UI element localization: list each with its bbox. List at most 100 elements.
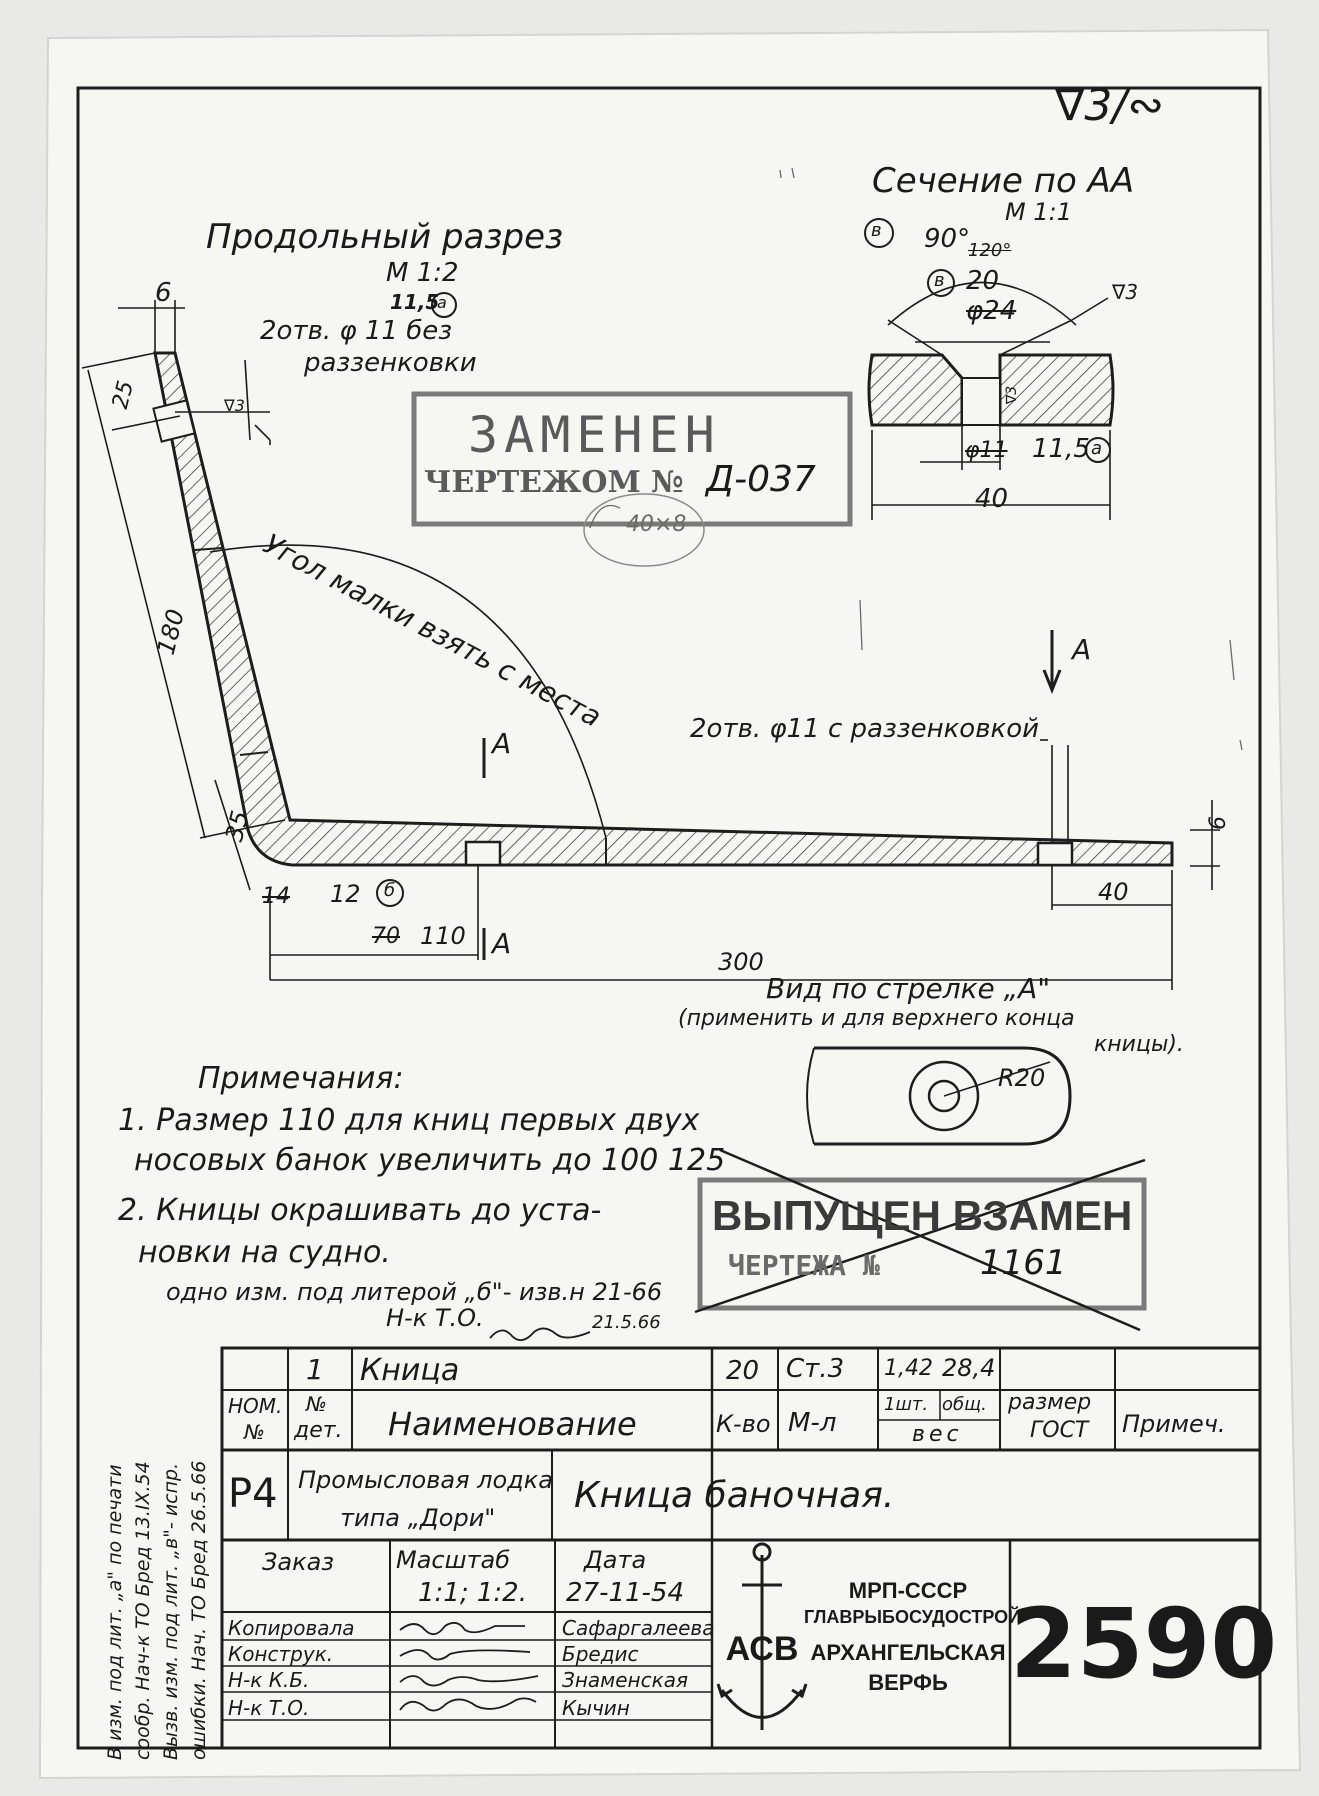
section-scale: M 1:1	[1005, 198, 1072, 226]
logo-anchor	[716, 1542, 808, 1730]
date-label: Дата	[584, 1546, 647, 1574]
side-note-line-4: ошибки. Нач. ТО Бред 26.5.66	[188, 1460, 210, 1760]
role-3: Н-к К.Б.	[228, 1668, 310, 1692]
part-qty: 20	[726, 1356, 760, 1386]
arrow-a	[1042, 630, 1062, 695]
break-line-2	[239, 751, 269, 756]
rev-circle-b1	[864, 218, 894, 248]
order-label: Заказ	[262, 1548, 335, 1576]
view-a-subtitle-1: (применить и для верхнего конца	[678, 1006, 1075, 1031]
stamp-replaced-note: 40×8	[626, 512, 687, 537]
hdr-det: №	[306, 1392, 327, 1416]
rev-mark-b-long: б	[384, 880, 396, 901]
paper-sheet	[38, 28, 1302, 1780]
role-1-name: Сафаргалеева	[562, 1616, 715, 1640]
drawing-code: Р4	[228, 1471, 278, 1517]
role-4-name: Кычин	[562, 1696, 630, 1720]
stamp-replaced-line2: ЧЕРТЕЖОМ №	[424, 465, 684, 500]
stamp-issued-title: ВЫПУЩЕН ВЗАМЕН	[712, 1192, 1133, 1239]
part-name: Кница	[360, 1353, 460, 1388]
bracket-hole-top	[152, 399, 196, 443]
rev-circle-a1	[1085, 437, 1111, 463]
hole-dia-new-long: 11,5	[390, 290, 440, 314]
hdr-nom: НОМ.	[228, 1394, 283, 1418]
dim-70-old: 70	[372, 924, 400, 949]
org-line-4: ВЕРФЬ	[868, 1670, 948, 1695]
stamp-replaced-title: ЗАМЕНЕН	[468, 406, 721, 464]
scale-label: Масштаб	[396, 1546, 511, 1574]
role-2-name: Бредис	[562, 1642, 639, 1666]
holes-note-top: 2отв. φ 11 без	[260, 316, 453, 346]
role-4: Н-к Т.О.	[228, 1696, 310, 1720]
dim-thickness-right: 6	[1206, 816, 1231, 830]
surface-finish-symbol: ∇3/∾	[1055, 80, 1165, 131]
section-aa-body	[867, 353, 1115, 427]
product-line-2: типа „Дори"	[340, 1504, 496, 1532]
dim-35: 35	[219, 807, 255, 845]
break-line-1	[194, 547, 223, 551]
stamp-replaced-circle	[583, 493, 705, 567]
stamp-replaced-number: Д-037	[706, 459, 816, 500]
bracket-hole-right	[1036, 841, 1074, 867]
view-a-plate	[806, 1046, 1072, 1146]
hdr-w2: общ.	[942, 1394, 987, 1415]
surface-symbol-inner: ∇3	[1004, 385, 1021, 405]
stamp-replaced-box	[411, 391, 853, 527]
angle-arc	[209, 544, 607, 839]
dim-110: 110	[420, 922, 466, 950]
bracket-hole-left	[464, 840, 502, 867]
stamp-issued-box	[697, 1177, 1147, 1311]
org-line-2: ГЛАВРЫБОСУДОСТРОЙ	[804, 1607, 1022, 1627]
hdr-name: Наименование	[388, 1405, 637, 1443]
surface-symbol-long: ∇3	[224, 396, 245, 415]
bracket-section	[153, 351, 1174, 867]
holes-right-note: 2отв. φ11 с раззенковкой	[690, 714, 1040, 744]
dim-thickness-top: 6	[155, 278, 172, 308]
hdr-weight: вес	[912, 1422, 963, 1447]
signature-scribbles	[399, 1327, 591, 1712]
notes-heading: Примечания:	[198, 1061, 404, 1096]
hdr-qty: К-во	[716, 1410, 771, 1438]
rev-circle-b2	[927, 269, 955, 297]
hole-dia-new: 11,5	[1032, 434, 1090, 464]
rev-mark-a-long: а	[437, 293, 447, 312]
title-block-grid	[220, 1346, 1262, 1750]
hole-dia-old: φ11	[965, 438, 1008, 463]
long-scale: M 1:2	[386, 258, 459, 288]
scale-value: 1:1; 1:2.	[418, 1578, 527, 1608]
role-3-name: Знаменская	[562, 1668, 688, 1692]
change-note-line-2: Н-к Т.О.	[386, 1304, 484, 1332]
part-material: Ст.3	[786, 1354, 845, 1384]
role-1: Копировала	[228, 1616, 355, 1640]
hdr-gost: ГОСТ	[1030, 1418, 1089, 1443]
org-line-1: МРП-СССР	[848, 1578, 968, 1603]
stamp-issued-line2: ЧЕРТЕЖА №	[728, 1249, 880, 1282]
note-1-line-2: носовых банок увеличить до 100 125	[134, 1143, 726, 1178]
long-dims	[81, 300, 1220, 990]
part-weight-unit: 1,42	[884, 1356, 933, 1381]
dim-300: 300	[718, 948, 764, 976]
side-note-line-2: сообр. Нач-к ТО Бред 13.IX.54	[132, 1461, 154, 1760]
rev-mark-v1: в	[871, 220, 882, 241]
section-a-bottom-label: A	[492, 927, 512, 960]
side-note: В изм. под лит. „а" по печати сообр. Нач…	[104, 1300, 226, 1760]
holes-note-top-2: раззенковки	[304, 348, 477, 378]
countersink-dia-old: φ24	[966, 296, 1017, 326]
hdr-size: размер	[1008, 1390, 1092, 1415]
stamp-issued-number: 1161	[980, 1243, 1067, 1283]
hdr-material: М-л	[788, 1408, 837, 1438]
dim-14: 14	[262, 884, 290, 909]
note-2-line-2: новки на судно.	[138, 1235, 391, 1270]
drawing-number: 2590	[1010, 1588, 1278, 1700]
arrow-a-label: A	[1072, 633, 1092, 666]
hdr-det-2: дет.	[294, 1418, 343, 1443]
change-note-line-1: одно изм. под литерой „б"- изв.н 21-66	[166, 1278, 663, 1306]
section-a-top-label: A	[492, 727, 512, 760]
angle-old: 120°	[968, 240, 1012, 261]
rev-mark-v2: в	[934, 270, 945, 291]
drawing-title: Кница баночная.	[574, 1475, 895, 1516]
pencil-marks	[589, 167, 1243, 751]
hdr-notes: Примеч.	[1122, 1410, 1226, 1438]
